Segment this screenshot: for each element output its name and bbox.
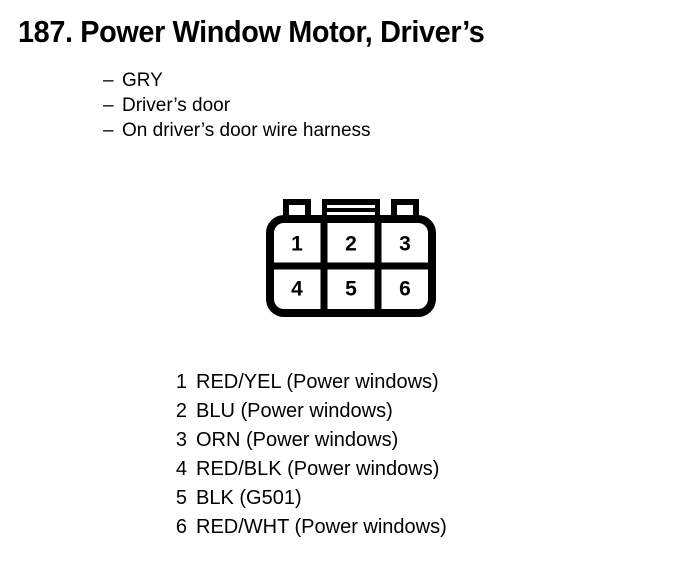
pin-number: 6 (175, 516, 187, 538)
pin-description: ORN (Power windows) (196, 429, 399, 451)
list-item: – On driver’s door wire harness (103, 118, 623, 143)
pin-description: BLU (Power windows) (196, 400, 393, 422)
pin-number: 3 (175, 429, 187, 451)
connector-cavity-6: 6 (399, 278, 411, 301)
list-item: 5 BLK (G501) (150, 484, 630, 513)
pin-legend-list: 1 RED/YEL (Power windows) 2 BLU (Power w… (150, 368, 630, 542)
attribute-text: Driver’s door (122, 95, 231, 116)
pin-description: RED/BLK (Power windows) (196, 458, 440, 480)
list-item: 2 BLU (Power windows) (150, 397, 630, 426)
list-item: 3 ORN (Power windows) (150, 426, 630, 455)
connector-cavity-2: 2 (345, 233, 357, 256)
connector-diagram: 1 2 3 4 5 6 (244, 196, 459, 331)
list-item: 6 RED/WHT (Power windows) (150, 513, 630, 542)
dash-bullet-icon: – (103, 120, 114, 141)
attribute-text: GRY (122, 70, 163, 91)
list-item: 1 RED/YEL (Power windows) (150, 368, 630, 397)
page-title: 187. Power Window Motor, Driver’s (18, 14, 485, 49)
attribute-text: On driver’s door wire harness (122, 120, 371, 141)
dash-bullet-icon: – (103, 95, 114, 116)
list-item: – GRY (103, 68, 623, 93)
pin-number: 5 (175, 487, 187, 509)
list-item: – Driver’s door (103, 93, 623, 118)
pin-number: 2 (175, 400, 187, 422)
list-item: 4 RED/BLK (Power windows) (150, 455, 630, 484)
pin-description: RED/WHT (Power windows) (196, 516, 447, 538)
connector-cavity-1: 1 (291, 233, 303, 256)
connector-cavity-3: 3 (399, 233, 411, 256)
connector-cavity-5: 5 (345, 278, 357, 301)
connector-cavity-4: 4 (291, 278, 303, 301)
pin-description: BLK (G501) (196, 487, 302, 509)
pin-number: 1 (175, 371, 187, 393)
pin-number: 4 (175, 458, 187, 480)
pin-description: RED/YEL (Power windows) (196, 371, 439, 393)
dash-bullet-icon: – (103, 70, 114, 91)
connector-svg: 1 2 3 4 5 6 (266, 199, 436, 317)
connector-attributes-list: – GRY – Driver’s door – On driver’s door… (103, 68, 623, 143)
